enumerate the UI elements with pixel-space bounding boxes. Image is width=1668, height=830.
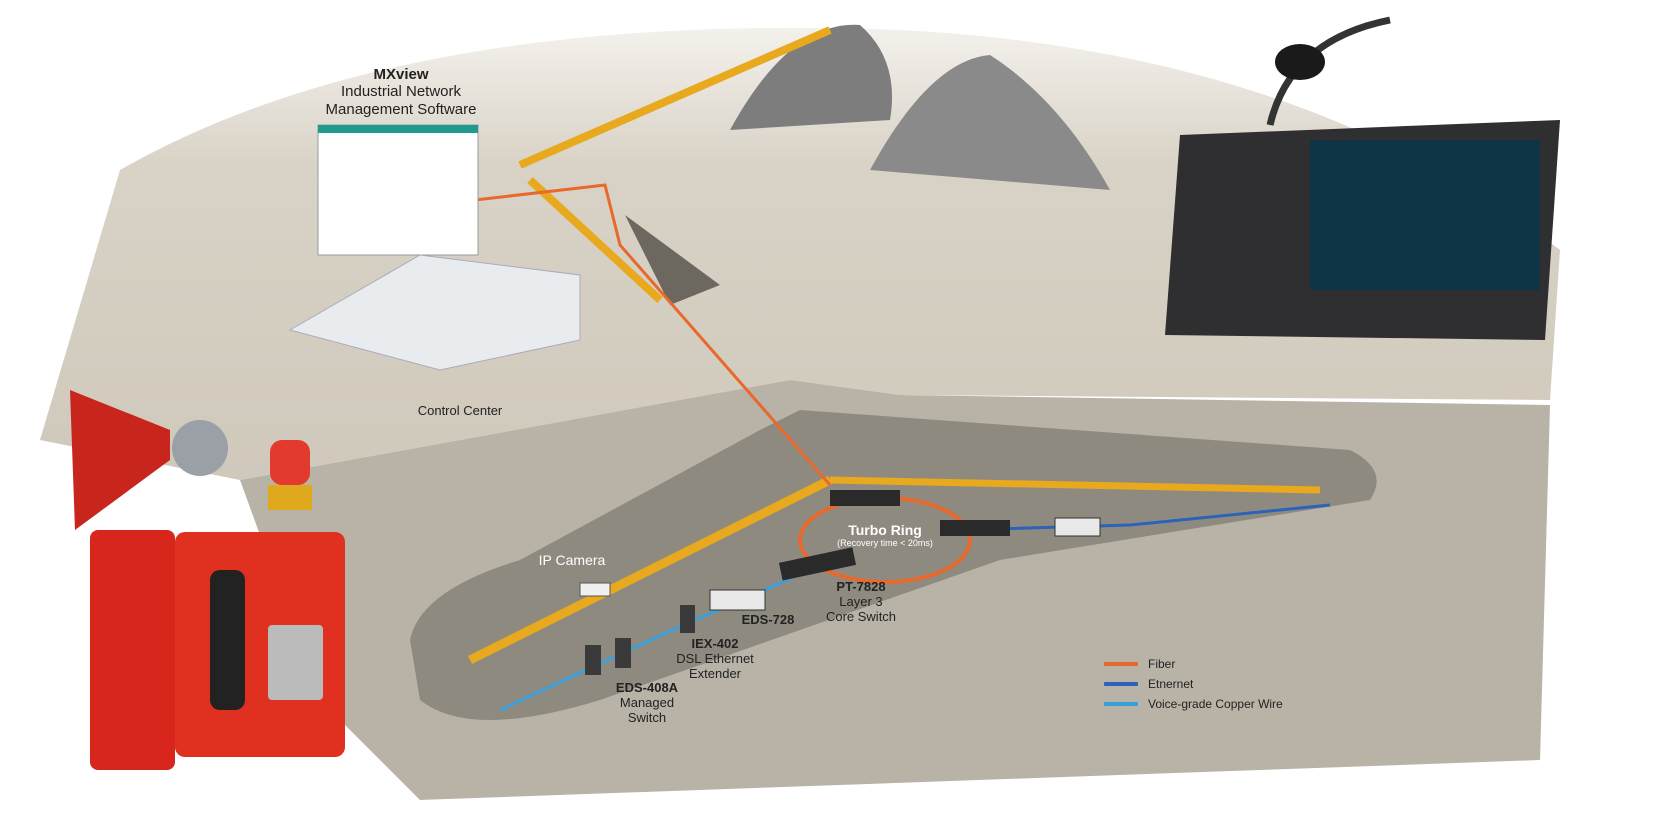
iex402-model: IEX-402 (691, 636, 739, 651)
surface-conveyor (518, 26, 832, 169)
pt7828-model: PT-7828 (836, 579, 886, 594)
eds408a-line1: Managed (619, 694, 675, 710)
turbo-ring-subtitle: (Recovery time < 20ms) (837, 538, 933, 549)
pt7828-line1: Layer 3 (839, 593, 883, 609)
mxview-line1: Industrial Network (340, 83, 462, 101)
legend-item-copper: Voice-grade Copper Wire (1104, 697, 1283, 711)
tunnel-conveyor (467, 475, 833, 665)
fiber-link (474, 183, 832, 486)
control-center-label: Control Center (417, 403, 503, 418)
eds408a-label: EDS-408A Managed Switch (615, 680, 679, 726)
iex402-label: IEX-402 DSL Ethernet Extender (676, 636, 754, 682)
ore-pile (730, 24, 892, 130)
legend-item-ethernet: Etnernet (1104, 677, 1193, 691)
horn-speaker (70, 390, 170, 530)
eds728-device (709, 589, 766, 611)
mxview-screen (317, 124, 479, 256)
beacon-light (270, 440, 310, 485)
ip-camera-device (579, 582, 611, 597)
fiber-swatch (1104, 662, 1138, 666)
ethernet-swatch (1104, 682, 1138, 686)
eds408a-model: EDS-408A (615, 680, 679, 695)
eds408a-line2: Switch (627, 709, 667, 725)
mxview-label: MXview Industrial Network Management Sof… (326, 66, 477, 118)
eds408a-device (615, 638, 631, 668)
ore-pile (870, 55, 1110, 190)
ring-switch (830, 490, 900, 506)
iex402-device (680, 605, 695, 633)
emergency-phone-door (90, 530, 175, 770)
pt7828-device (778, 547, 857, 581)
pt7828-line2: Core Switch (825, 608, 897, 624)
turbo-ring-title: Turbo Ring (848, 522, 922, 538)
ethernet-link (959, 503, 1331, 532)
legend-item-fiber: Fiber (1104, 657, 1175, 671)
iex402-line2: Extender (688, 665, 742, 681)
ring-switch (940, 520, 1010, 536)
legend-label: Etnernet (1148, 677, 1194, 691)
legend-label: Fiber (1148, 657, 1176, 671)
mxview-line2: Management Software (325, 100, 477, 118)
pt7828-label: PT-7828 Layer 3 Core Switch (825, 579, 897, 625)
iex402-line1: DSL Ethernet (676, 650, 754, 666)
turbo-ring-label: Turbo Ring (Recovery time < 20ms) (837, 522, 933, 548)
eds728-label: EDS-728 (741, 612, 795, 627)
eds408a-device (585, 645, 601, 675)
legend-label: Voice-grade Copper Wire (1148, 697, 1283, 711)
control-room (288, 254, 581, 371)
mxview-name: MXview (373, 66, 429, 83)
copper-swatch (1104, 702, 1138, 706)
ip-camera-label: IP Camera (538, 552, 606, 568)
